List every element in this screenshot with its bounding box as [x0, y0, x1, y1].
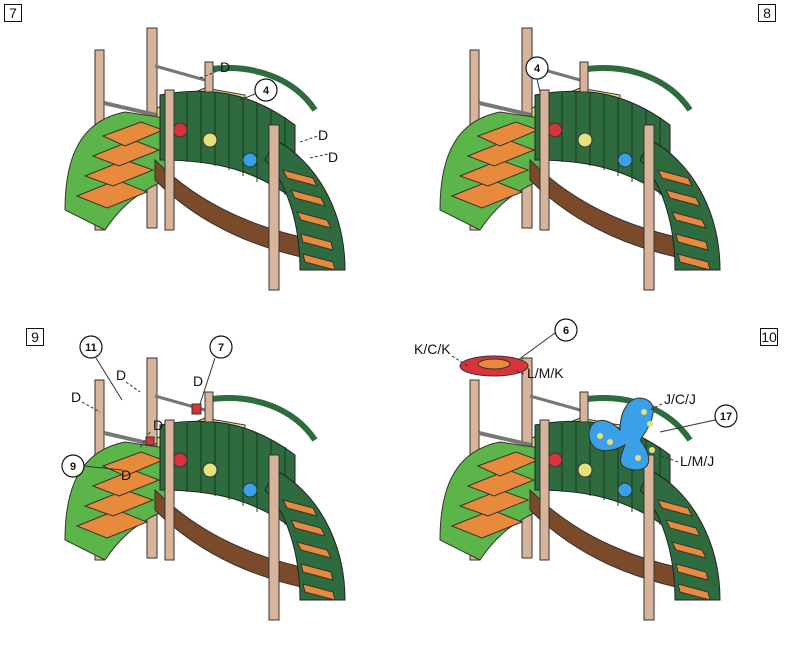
step-number-9: 9 [26, 328, 44, 346]
callout-17: 17 [720, 411, 732, 423]
label-d: D [318, 127, 328, 143]
callout-6: 6 [563, 325, 569, 337]
part-9-marker [145, 436, 155, 446]
step-9-annotations: 11 D D 7 D D 9 D [61, 335, 233, 483]
label-d: D [153, 417, 163, 433]
step-number-10: 10 [760, 328, 778, 346]
label-d: D [220, 59, 230, 75]
step-7-annotations: D 4 D D [199, 59, 338, 165]
callout-9: 9 [70, 461, 76, 473]
label-lmj: L/M/J [680, 453, 714, 469]
step-8-annotations: 4 [525, 56, 549, 93]
step-7-structure [65, 28, 345, 290]
part-7-marker [191, 403, 202, 415]
callout-7: 7 [218, 342, 224, 354]
label-d: D [71, 389, 81, 405]
butterfly-panel-part [588, 397, 655, 471]
step-number-8: 8 [758, 4, 776, 22]
label-d: D [193, 373, 203, 389]
flower-roof-part [459, 355, 529, 377]
callout-11: 11 [85, 342, 97, 354]
step-8-structure [440, 28, 720, 290]
label-d: D [328, 149, 338, 165]
step-9-structure [65, 358, 345, 620]
label-kck: K/C/K [414, 341, 451, 357]
label-d: D [121, 467, 131, 483]
label-lmk: L/M/K [527, 365, 564, 381]
step-10-annotations: 6 K/C/K L/M/K 17 J/C/J L/M/J [414, 318, 738, 471]
callout-4: 4 [263, 85, 270, 97]
label-d: D [116, 367, 126, 383]
step-number-7: 7 [4, 4, 22, 22]
label-jcj: J/C/J [664, 391, 696, 407]
callout-4: 4 [534, 63, 541, 75]
